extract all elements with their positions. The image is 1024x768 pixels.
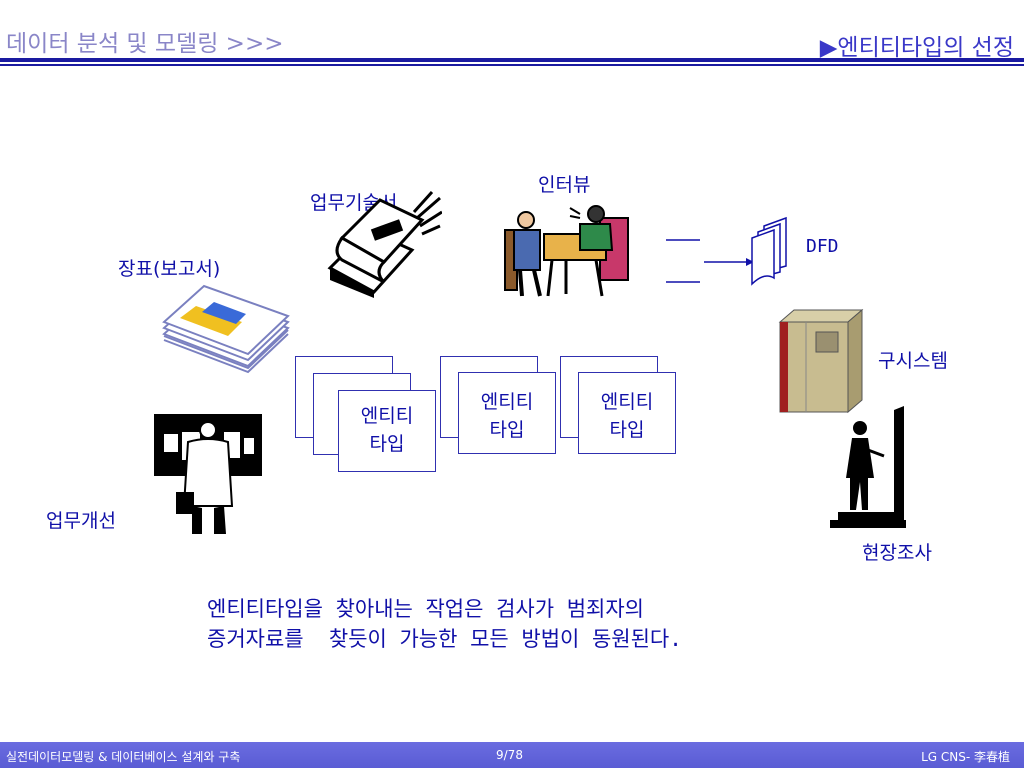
label-improvement: 업무개선 — [46, 510, 116, 532]
entity-card-2-line2: 타입 — [489, 419, 525, 441]
entity-card-1: 엔티티 타입 — [338, 390, 436, 472]
footer-right-text: LG CNS- 李春植 — [921, 750, 1010, 764]
label-legacy-system: 구시스템 — [878, 350, 948, 372]
legacy-system-clipart — [778, 308, 864, 414]
book-clipart — [327, 190, 442, 298]
entity-card-3-line1: 엔티티 — [600, 391, 654, 413]
entity-card-1-line2: 타입 — [369, 433, 405, 455]
label-field-survey: 현장조사 — [862, 542, 932, 564]
entity-card-2: 엔티티 타입 — [458, 372, 556, 454]
entity-card-3-line2: 타입 — [609, 419, 645, 441]
dfd-flow-diagram — [666, 216, 787, 286]
label-dfd: DFD — [806, 236, 839, 257]
header-rule-thick — [0, 58, 1024, 62]
header-right-title: ▶엔티티타입의 선정 — [819, 35, 1014, 61]
entity-card-1-line1: 엔티티 — [360, 405, 414, 427]
worker-clipart — [154, 414, 262, 534]
report-stack-clipart — [162, 284, 290, 374]
summary-text: 엔티티타입을 찾아내는 작업은 검사가 범죄자의 증거자료를 찾듯이 가능한 모… — [207, 594, 682, 654]
summary-line-2: 증거자료를 찾듯이 가능한 모든 방법이 동원된다. — [207, 627, 682, 651]
entity-card-3: 엔티티 타입 — [578, 372, 676, 454]
footer-bar: 실전데이터모델링 & 데이터베이스 설계와 구축 9/78 LG CNS- 李春… — [0, 742, 1024, 768]
label-interview: 인터뷰 — [538, 174, 591, 196]
header-rule-thin — [0, 64, 1024, 66]
field-survey-clipart — [830, 406, 906, 528]
label-report: 장표(보고서) — [118, 258, 221, 280]
entity-card-2-line1: 엔티티 — [480, 391, 534, 413]
header-left-title: 데이터 분석 및 모델링 >>> — [6, 31, 284, 57]
page-number: 9/78 — [496, 748, 523, 762]
summary-line-1: 엔티티타입을 찾아내는 작업은 검사가 범죄자의 — [207, 597, 644, 621]
interview-clipart — [504, 205, 629, 297]
footer-left-text: 실전데이터모델링 & 데이터베이스 설계와 구축 — [6, 750, 241, 764]
